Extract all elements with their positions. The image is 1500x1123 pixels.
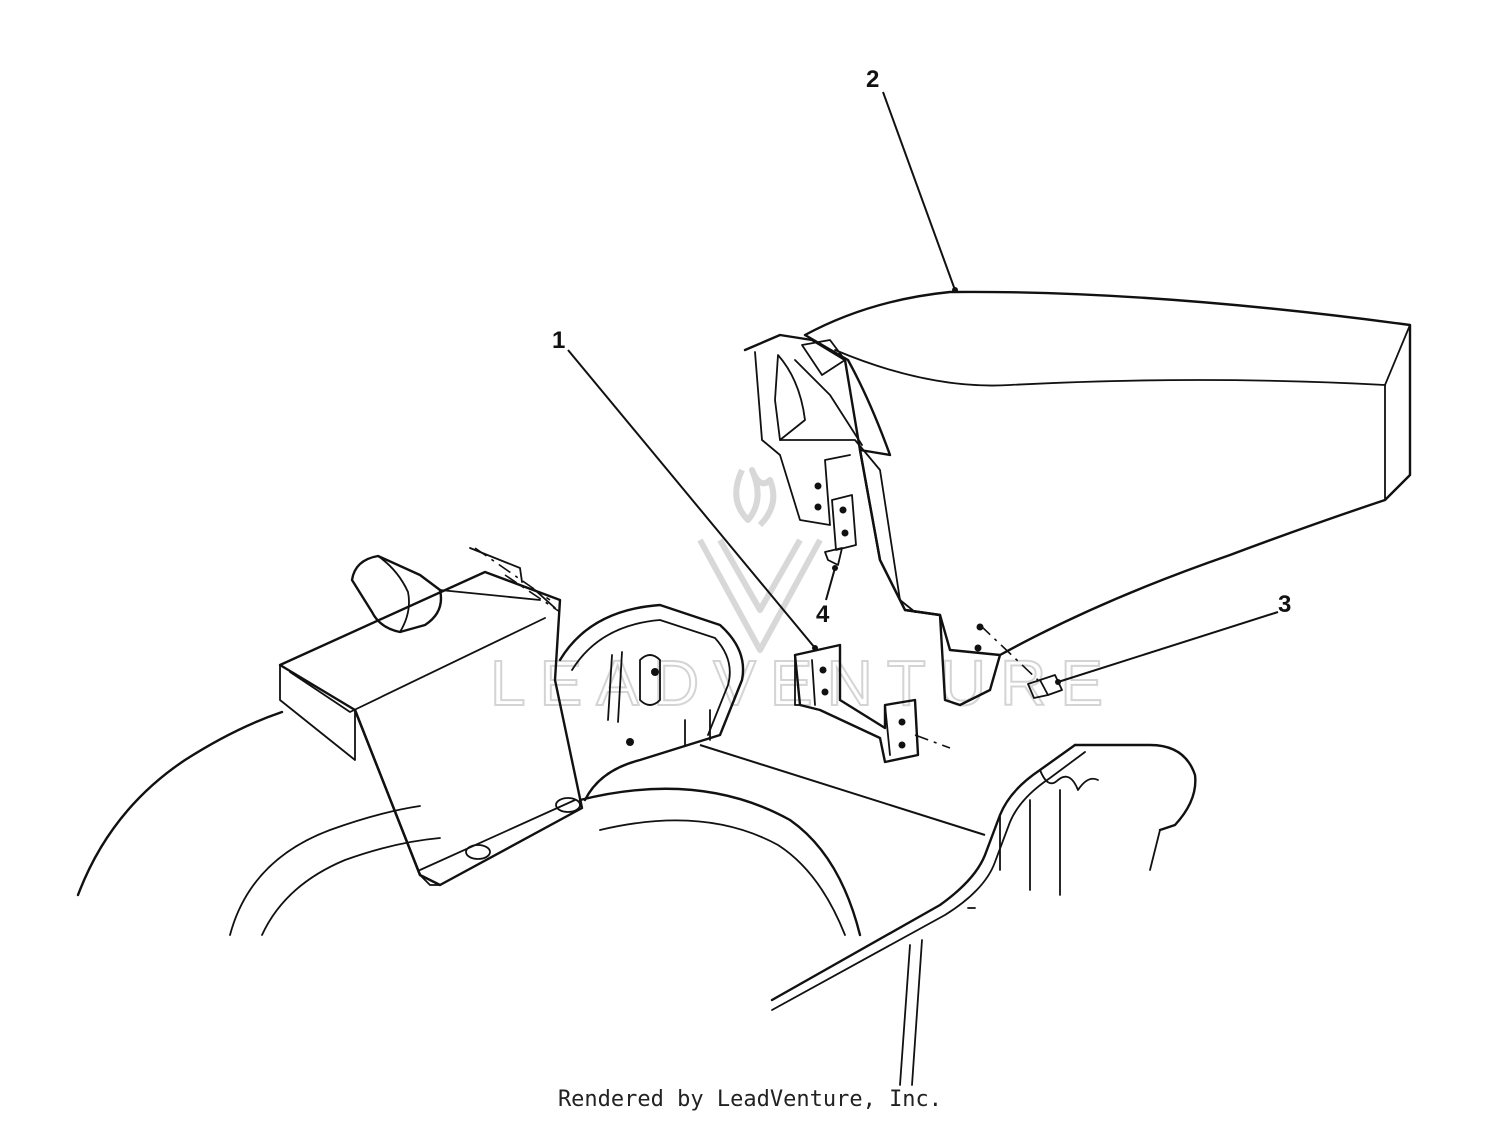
callout-3: 3 [1278, 591, 1291, 618]
footer-credit: Rendered by LeadVenture, Inc. [557, 1087, 943, 1112]
callout-1: 1 [552, 327, 565, 354]
deck-discharge-opening [558, 603, 745, 802]
leader-2 [882, 91, 956, 291]
watermark-logo-icon [697, 467, 823, 653]
leader-4 [825, 567, 836, 601]
watermark-text: LEADVENTURE [490, 647, 1117, 719]
bolt-part [1027, 674, 1063, 699]
deflector-block [278, 547, 584, 887]
watermark: LEADVENTURE [489, 467, 1117, 720]
discharge-chute [743, 290, 1412, 707]
assembly-centerlines [474, 547, 1041, 749]
u-bracket [793, 643, 920, 764]
leader-3 [1057, 611, 1279, 683]
callout-2: 2 [866, 66, 879, 93]
clip-part [824, 494, 857, 566]
mower-deck [76, 710, 1197, 1086]
callout-leaders [567, 91, 1279, 685]
leader-1 [567, 349, 816, 649]
callout-4: 4 [816, 601, 830, 628]
callout-labels: 1 2 3 4 [552, 66, 1291, 628]
